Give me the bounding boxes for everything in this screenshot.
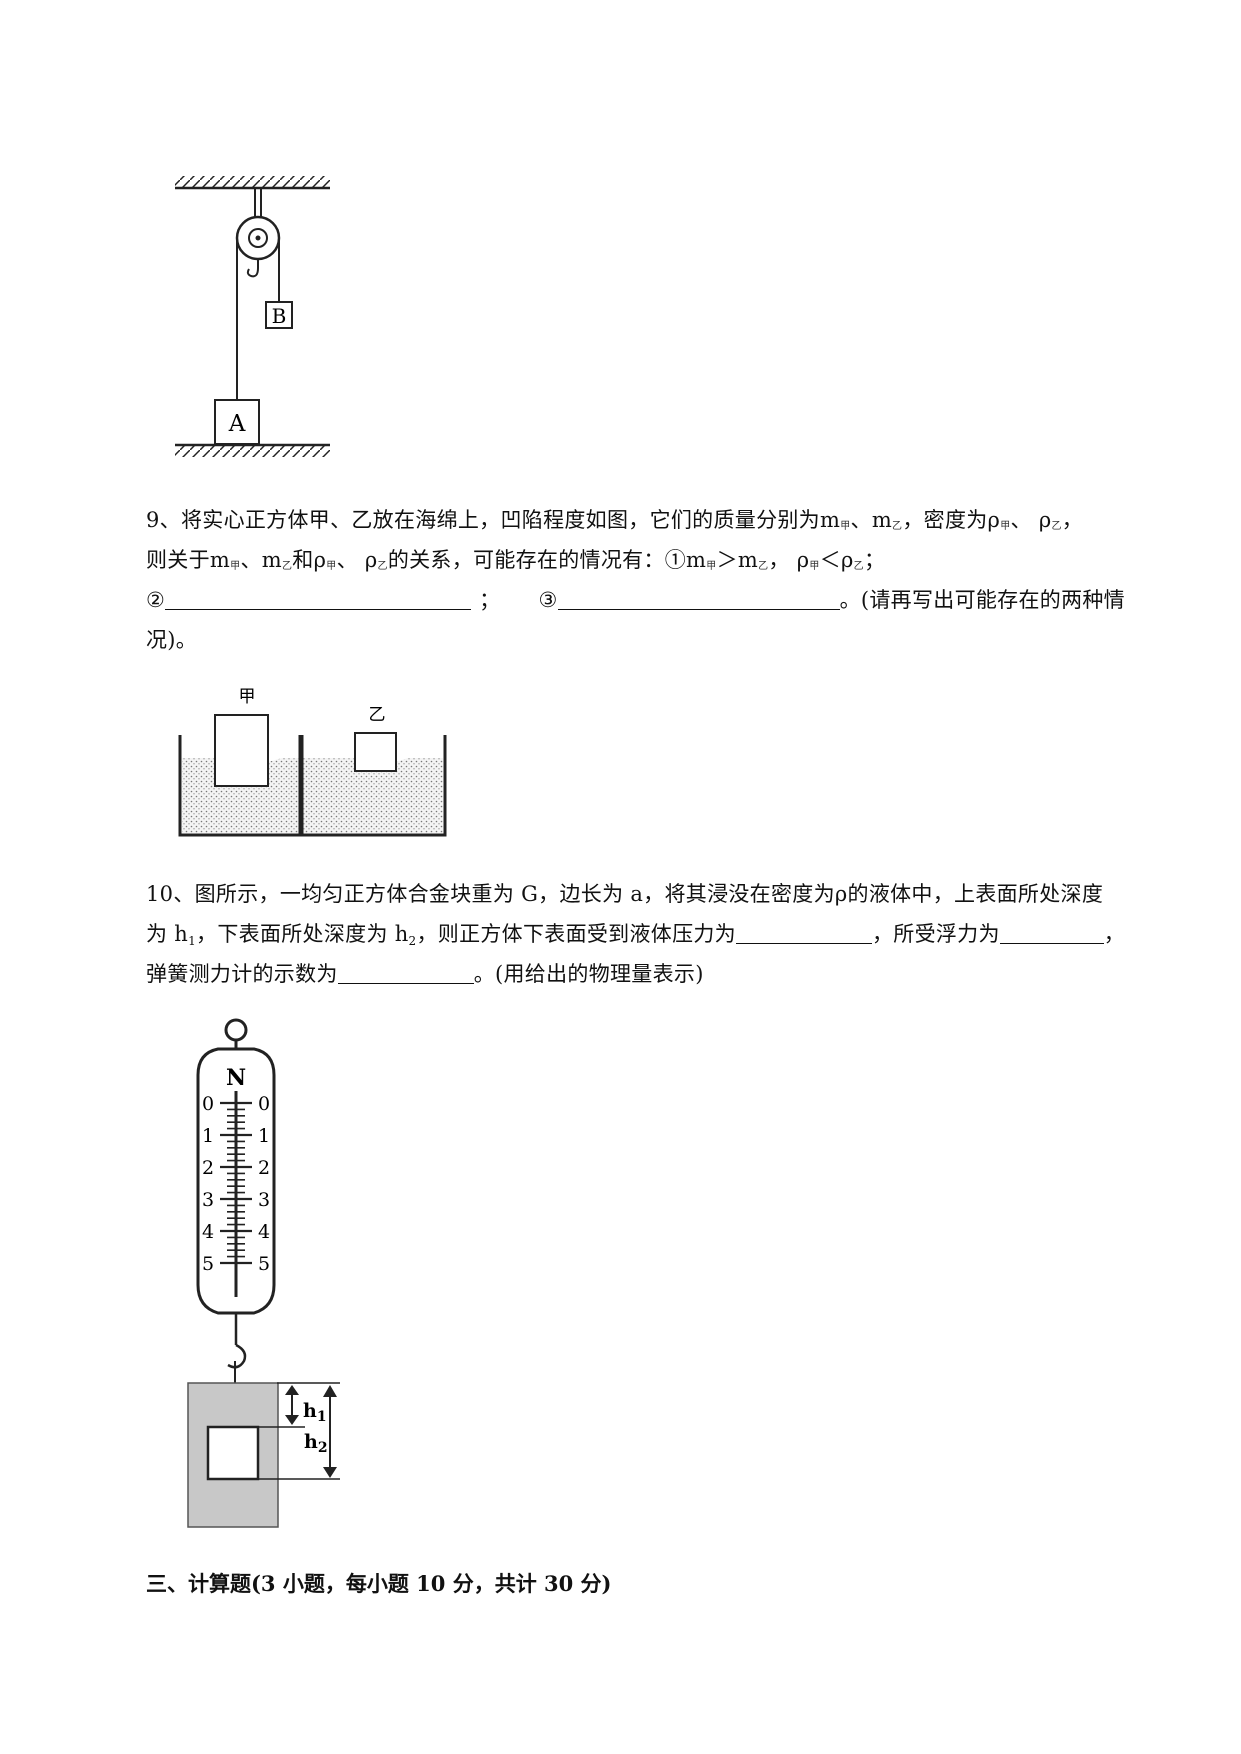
q10-line-3: 弹簧测力计的示数为。(用给出的物理量表示) <box>146 962 704 986</box>
tick-label: 1 <box>202 1125 214 1147</box>
scale-ticks <box>220 1101 252 1265</box>
q10-line-2: 为 h1，下表面所处深度为 h2，则正方体下表面受到液体压力为，所受浮力为， <box>146 922 1126 948</box>
ground-hatch <box>175 446 330 457</box>
answer-blank-pressure[interactable] <box>735 923 872 944</box>
container-left <box>178 735 302 837</box>
label-h2: h2 <box>304 1431 328 1456</box>
q10-number: 10、 <box>146 882 195 906</box>
tick-label: 0 <box>202 1093 214 1115</box>
scale-unit: N <box>226 1065 246 1091</box>
tick-labels-right: 0 1 2 3 4 5 <box>258 1093 270 1275</box>
tick-label: 4 <box>258 1221 270 1243</box>
submerged-cube <box>206 1425 260 1481</box>
sponge-right <box>302 758 443 833</box>
q9-line-1: 9、将实心正方体甲、乙放在海绵上，凹陷程度如图，它们的质量分别为m甲、m乙，密度… <box>146 508 1084 532</box>
spring-scale-figure: N 0 1 2 3 4 5 0 1 2 3 4 5 h1 h2 <box>187 1018 340 1528</box>
tick-label: 2 <box>258 1157 270 1179</box>
top-ring <box>224 1018 248 1042</box>
sponge-figure: 甲 乙 <box>178 687 447 837</box>
tick-label: 4 <box>202 1221 214 1243</box>
block-a <box>214 399 260 445</box>
cube-jia <box>214 714 269 787</box>
bottom-hook <box>227 1343 247 1369</box>
tick-label: 5 <box>258 1253 270 1275</box>
ceiling-hatch <box>175 176 330 187</box>
answer-blank-3[interactable] <box>557 589 840 610</box>
label-yi: 乙 <box>369 705 386 725</box>
q9-line-2: 则关于m甲、m乙和ρ甲、 ρ乙的关系，可能存在的情况有：①m甲＞m乙， ρ甲＜ρ… <box>146 548 886 572</box>
q10-line-1: 10、图所示，一均匀正方体合金块重为 G，边长为 a，将其浸没在密度为ρ的液体中… <box>146 882 1104 906</box>
answer-blank-reading[interactable] <box>337 963 474 984</box>
pulley-figure: B A <box>175 176 330 457</box>
hook <box>246 259 259 278</box>
q9-number: 9、 <box>146 508 181 532</box>
q9-line-3: ②；③。(请再写出可能存在的两种情 <box>146 588 1125 612</box>
container-right <box>300 735 447 837</box>
label-a: A <box>228 411 246 437</box>
tick-label: 3 <box>258 1189 270 1211</box>
q9-line-4: 况)。 <box>146 628 198 652</box>
sponge-left <box>182 758 299 833</box>
tick-labels-left: 0 1 2 3 4 5 <box>202 1093 214 1275</box>
block-b <box>265 301 293 329</box>
label-b: B <box>272 304 287 328</box>
tick-label: 2 <box>202 1157 214 1179</box>
answer-blank-buoyancy[interactable] <box>999 923 1104 944</box>
tick-label: 3 <box>202 1189 214 1211</box>
tick-label: 5 <box>202 1253 214 1275</box>
tick-label: 0 <box>258 1093 270 1115</box>
answer-blank-2[interactable] <box>165 589 472 610</box>
label-h1: h1 <box>303 1400 327 1425</box>
label-jia: 甲 <box>239 687 256 707</box>
cube-yi <box>354 732 397 772</box>
section-heading: 三、计算题(3 小题，每小题 10 分，共计 30 分) <box>146 1571 612 1596</box>
tick-label: 1 <box>258 1125 270 1147</box>
